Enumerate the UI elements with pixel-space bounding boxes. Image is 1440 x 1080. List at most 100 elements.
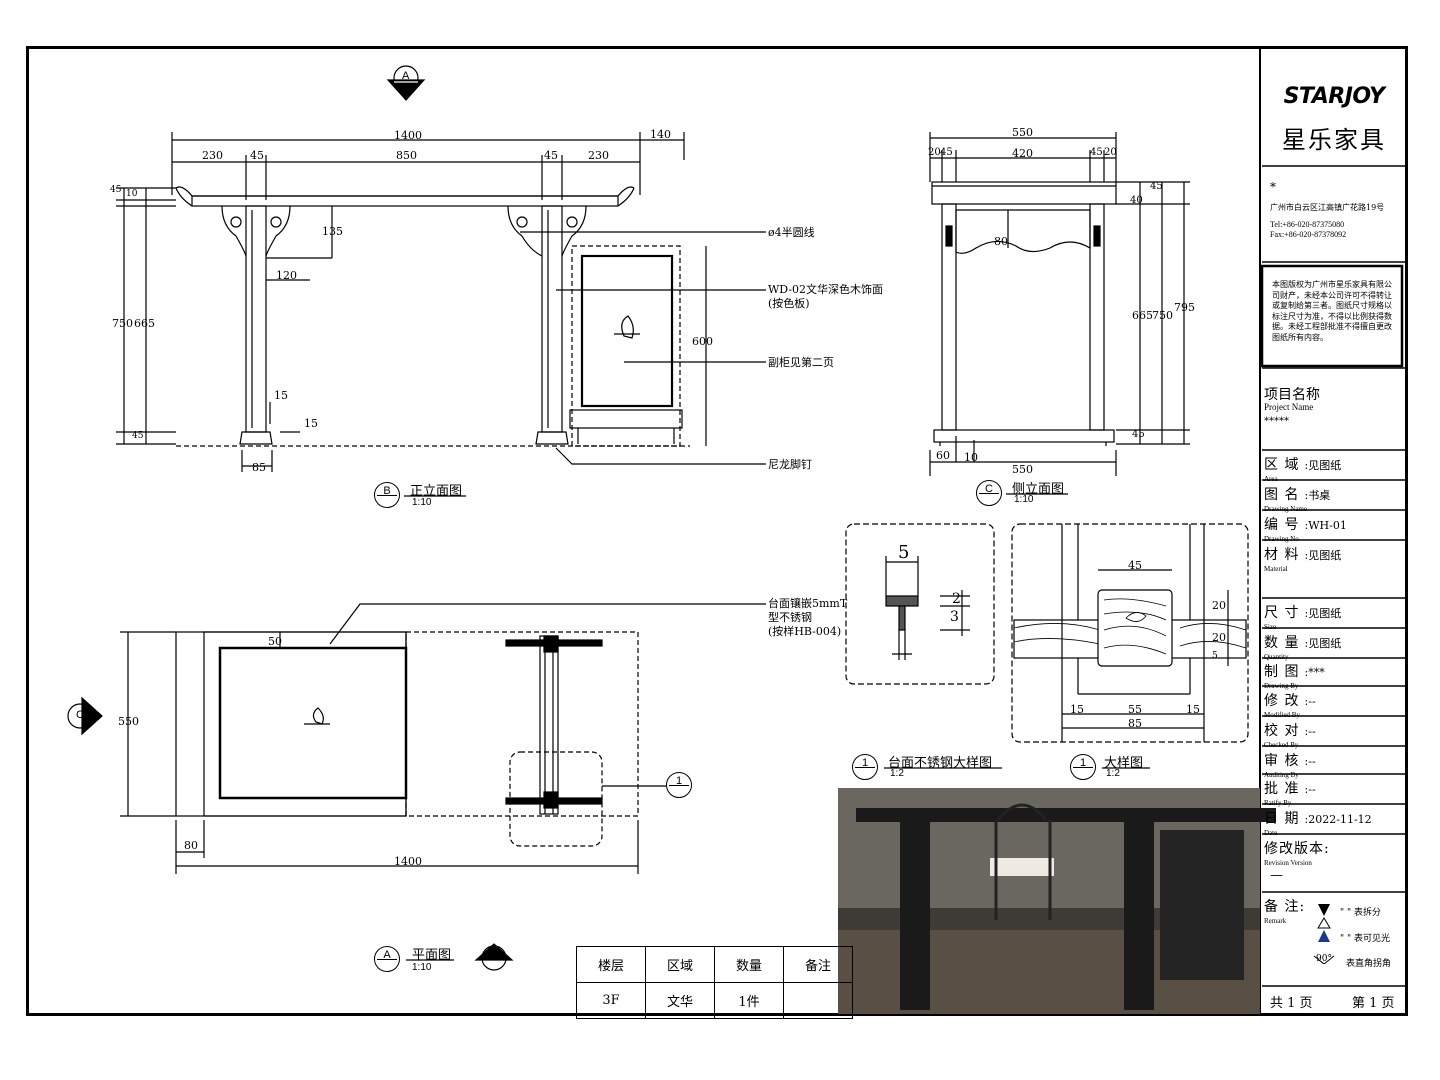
note-nylon: 尼龙脚钉 [768,458,812,471]
view-scale-detail-steel: 1:2 [890,768,904,779]
view-marker-detail-steel: 1 [852,754,878,780]
dim-front-120: 120 [276,269,297,282]
note-veneer: WD-02文华深色木饰面 [768,283,884,296]
dim-front-h: 45 [110,185,122,195]
remark-symbols-icon [1313,904,1335,964]
copyright-notice: 本图版权为广州市星乐家具有限公司财产，未经本公司许可不得转让或复制给第三者。图纸… [1272,280,1392,342]
field-checked-by: 校 对 :-- Checked By [1264,723,1316,749]
view-scale-detail-big: 1:2 [1106,768,1120,779]
dim-front-part: 45 [250,149,264,162]
field-drawing-by: 制 图 :*** Drawing By [1264,664,1325,690]
brand-name: 星乐家具 [1282,126,1386,154]
dim-front-h: 45 [132,431,144,441]
note-steel: 台面镶嵌5mmT [768,597,848,610]
dim-side-h: 750 [1152,309,1173,322]
view-title-plan: 平面图 [412,948,452,963]
dim-side-part: 45 [1090,147,1103,158]
dim-front-85: 85 [252,461,266,474]
note-cabinet: 副柜见第二页 [768,356,834,369]
schedule-header: 区域 [645,946,715,983]
dim-d2-bottom: 15 [1070,703,1084,716]
page-current: 第 1 页 [1352,996,1395,1011]
view-marker-front: B [374,482,400,508]
dim-d1-5: 5 [898,542,910,563]
dim-front-ext: 140 [650,128,671,141]
dim-side-part: 20 [928,147,941,158]
dim-front-part: 230 [588,149,609,162]
dim-side-part: 420 [1012,147,1033,160]
note-veneer-color: (按色板) [768,297,810,310]
note-steel: 型不锈钢 [768,611,812,624]
dim-front-part: 850 [396,149,417,162]
dim-front-15a: 15 [274,389,288,402]
view-scale-front: 1:10 [412,497,432,508]
view-title-detail-big: 大样图 [1104,756,1144,771]
remark-visible: " " 表可见光 [1340,934,1391,944]
dim-plan-80: 80 [184,839,198,852]
dim-front-part: 45 [544,149,558,162]
field-date: 日 期 :2022-11-12 Date [1264,811,1372,837]
dim-side-60: 60 [936,449,950,462]
dim-d2-85: 85 [1128,717,1142,730]
detail-ref-marker: 1 [666,772,692,798]
company-star: * [1270,180,1276,194]
dim-front-h: 665 [134,317,155,330]
field-modified-by: 修 改 :-- Modified By [1264,693,1316,719]
view-title-detail-steel: 台面不锈钢大样图 [888,756,993,771]
note-steel: (按样HB-004) [768,625,842,638]
dim-d2-bottom: 55 [1128,703,1142,716]
section-marker-b: B [490,949,498,961]
dim-d2-bottom: 15 [1186,703,1200,716]
field-ratify-by: 批 准 :-- Ratify By [1264,781,1316,807]
field-size: 尺 寸 :见图纸 Size [1264,605,1342,631]
schedule-cell: 3F [576,982,646,1019]
dim-front-h: 750 [112,317,133,330]
section-marker-c: C [76,709,84,721]
field-material: 材 料 :见图纸 Material [1264,547,1342,573]
dim-side-top: 550 [1012,126,1033,139]
dim-side-bottom: 550 [1012,463,1033,476]
field-quantity: 数 量 :见图纸 Quantity [1264,635,1342,661]
dim-side-h: 665 [1132,309,1153,322]
revision-value: — [1270,868,1283,883]
field-revision: 修改版本: Revision Version [1264,841,1330,867]
view-scale-side: 1:10 [1014,494,1034,505]
dim-d1-2: 2 [952,591,961,607]
dim-side-h: 45 [1132,429,1145,440]
company-tel: Tel:+86-020-87375080 [1270,220,1345,229]
company-fax: Fax:+86-020-87378092 [1270,230,1347,239]
schedule-table: 楼层 区域 数量 备注 3F 文华 1件 [576,946,853,1019]
dim-plan-550: 550 [118,715,139,728]
dim-front-15b: 15 [304,417,318,430]
dim-side-80: 80 [994,235,1008,248]
dim-plan-50: 50 [268,635,282,648]
schedule-header: 备注 [783,946,853,983]
dim-side-part: 20 [1104,147,1117,158]
dim-d2-20b: 20 [1212,631,1226,644]
field-auditing-by: 审 核 :-- Auditing By [1264,753,1316,779]
schedule-cell: 1件 [714,982,784,1019]
field-remark: 备 注: Remark [1264,899,1306,925]
brand-logo: STARJOY [1283,84,1385,109]
dim-front-total: 1400 [394,129,422,142]
view-title-side: 侧立面图 [1012,482,1065,497]
schedule-header: 楼层 [576,946,646,983]
field-area: 区 域 :见图纸 Area [1264,457,1342,483]
section-marker-a: A [402,70,410,82]
project-label-en: Project Name [1264,402,1314,412]
dim-side-h: 795 [1174,301,1195,314]
field-drawing-name: 图 名 :书桌 Drawing Name [1264,487,1331,513]
dim-d2-45: 45 [1128,559,1142,572]
schedule-cell [783,982,853,1019]
dim-side-h: 45 [1150,181,1163,192]
remark-angle: 表直角拐角 [1346,959,1392,969]
field-drawing-no: 编 号 :WH-01 Drawing No [1264,517,1347,543]
schedule-cell: 文华 [645,982,715,1019]
page-total: 共 1 页 [1270,996,1313,1011]
schedule-header: 数量 [714,946,784,983]
dim-side-h: 40 [1130,195,1143,206]
dim-side-part: 45 [940,147,953,158]
view-title-front: 正立面图 [410,484,463,499]
view-marker-plan: A [374,946,400,972]
